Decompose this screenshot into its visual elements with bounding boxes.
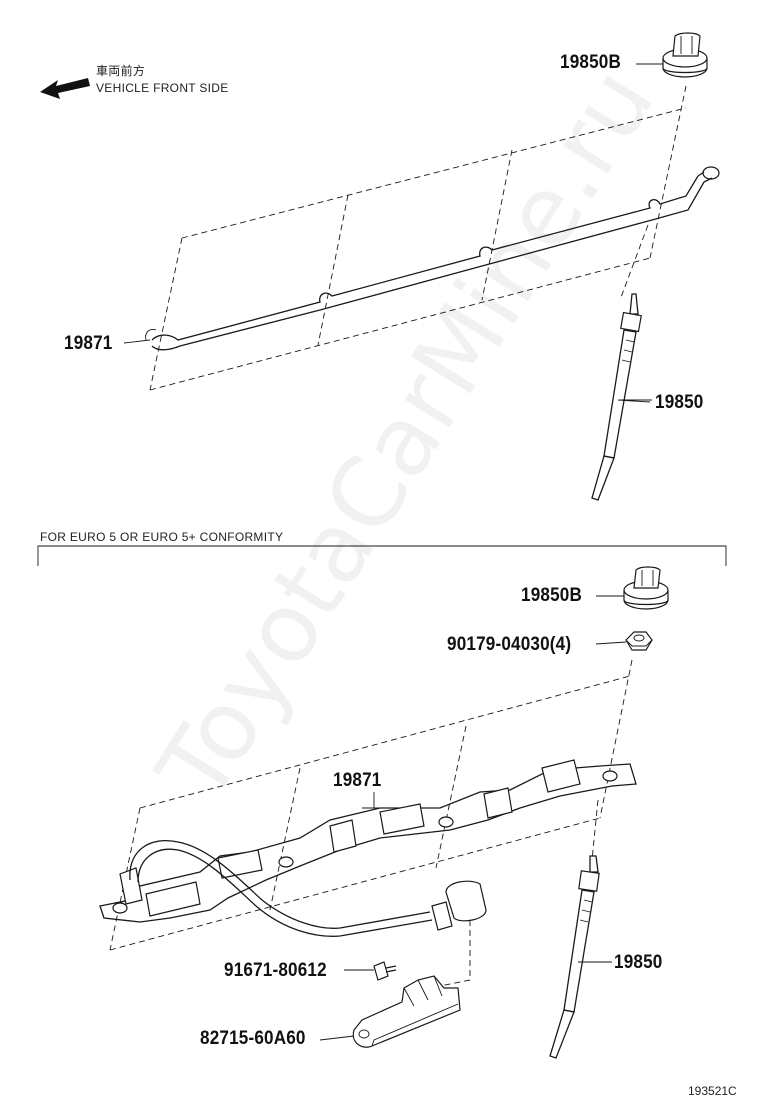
bracket	[352, 975, 461, 1048]
label-bottom-19850: 19850	[614, 952, 663, 973]
label-top-19871: 19871	[64, 333, 113, 354]
label-bottom-90179: 90179-04030(4)	[447, 634, 572, 655]
label-top-19850B: 19850B	[560, 52, 621, 73]
top-glow-plug	[591, 293, 651, 501]
label-bottom-19871: 19871	[333, 770, 382, 791]
leader-top-19871	[123, 339, 151, 344]
top-nut-19850B	[662, 32, 708, 78]
front-label-jp: 車両前方	[96, 64, 146, 78]
figure-code: 193521C	[688, 1084, 737, 1098]
label-bottom-19850B: 19850B	[521, 585, 582, 606]
front-label-en: VEHICLE FRONT SIDE	[96, 81, 229, 95]
top-connector-bar	[145, 166, 720, 351]
bottom-nut-19850B	[623, 566, 669, 610]
label-top-19850: 19850	[655, 392, 704, 413]
bottom-glow-plug	[549, 855, 600, 1059]
leader-bottom-90179	[595, 641, 627, 645]
bolt	[373, 961, 397, 981]
hex-nut	[625, 631, 653, 651]
label-bottom-91671: 91671-80612	[224, 960, 327, 981]
leader-bottom-19871	[362, 792, 386, 809]
vehicle-front-arrow-icon	[40, 78, 90, 99]
bottom-wire-harness	[99, 759, 637, 937]
section-divider	[37, 545, 727, 566]
label-bottom-82715: 82715-60A60	[200, 1028, 306, 1049]
section-title: FOR EURO 5 OR EURO 5+ CONFORMITY	[40, 530, 284, 544]
top-dashed-frame	[149, 85, 687, 391]
leader-bottom-82715	[319, 1035, 355, 1041]
bottom-dashed-frame	[109, 659, 633, 991]
